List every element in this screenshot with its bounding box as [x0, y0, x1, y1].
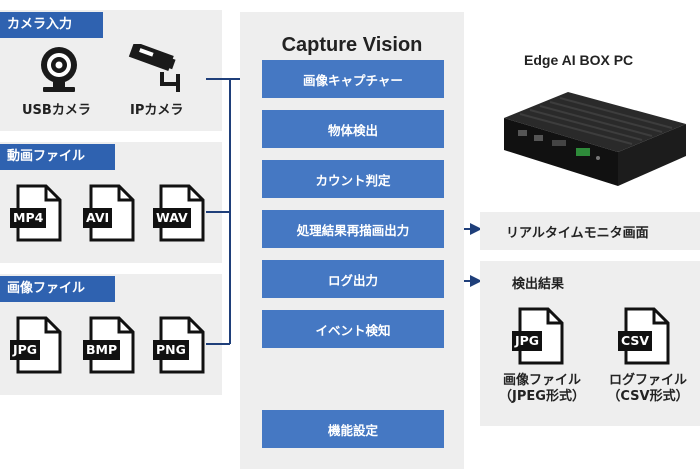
- function-image-capture: 画像キャプチャー: [262, 60, 444, 98]
- video-file-title: 動画ファイル: [0, 144, 115, 170]
- camera-input-title: カメラ入力: [0, 12, 103, 38]
- caption-line: （JPEG形式）: [499, 389, 585, 404]
- function-object-detection: 物体検出: [262, 110, 444, 148]
- image-file-title: 画像ファイル: [0, 276, 115, 302]
- jpeg-file-caption: 画像ファイル （JPEG形式）: [488, 373, 596, 405]
- file-icon: MP4: [10, 184, 62, 242]
- function-settings: 機能設定: [262, 410, 444, 448]
- function-log-output: ログ出力: [262, 260, 444, 298]
- usb-camera-label: USBカメラ: [22, 103, 91, 118]
- usb-camera-icon: [41, 47, 77, 92]
- image-file-panel: 画像ファイル JPG BMP PNG: [0, 274, 222, 395]
- caption-line: 画像ファイル: [502, 373, 581, 388]
- file-type-label: MP4: [10, 208, 47, 228]
- file-icon: JPG: [512, 307, 564, 365]
- camera-input-panel: カメラ入力 USBカメラ IPカメラ: [0, 10, 222, 131]
- capture-vision-panel: Capture Vision 画像キャプチャー 物体検出 カウント判定 処理結果…: [240, 12, 464, 469]
- detection-results-panel: 検出結果 JPG 画像ファイル （JPEG形式） CSV ログファイル （CSV…: [480, 261, 700, 426]
- file-type-label: PNG: [153, 340, 189, 360]
- capture-vision-title: Capture Vision: [281, 34, 423, 56]
- monitor-output-label: リアルタイムモニタ画面: [506, 226, 649, 241]
- device-title: Edge AI BOX PC: [524, 52, 634, 68]
- caption-line: （CSV形式）: [607, 389, 689, 404]
- ip-camera-label: IPカメラ: [130, 103, 184, 118]
- function-event-detection: イベント検知: [262, 310, 444, 348]
- file-type-label: BMP: [83, 340, 121, 360]
- file-type-label: JPG: [10, 340, 41, 360]
- monitor-output-panel: リアルタイムモニタ画面: [480, 212, 700, 250]
- edge-ai-box-pc-image: [504, 92, 686, 186]
- function-count-judgement: カウント判定: [262, 160, 444, 198]
- file-icon: JPG: [10, 316, 62, 374]
- file-icon: AVI: [83, 184, 135, 242]
- file-type-label: CSV: [618, 331, 653, 351]
- file-icon: CSV: [618, 307, 670, 365]
- function-redraw-output: 処理結果再描画出力: [262, 210, 444, 248]
- detection-results-title: 検出結果: [512, 277, 565, 292]
- caption-line: ログファイル: [608, 373, 687, 388]
- file-icon: BMP: [83, 316, 135, 374]
- ip-camera-icon: [128, 44, 180, 92]
- file-icon: WAV: [153, 184, 205, 242]
- csv-file-caption: ログファイル （CSV形式）: [596, 373, 700, 405]
- file-type-label: WAV: [153, 208, 191, 228]
- video-file-panel: 動画ファイル MP4 AVI WAV: [0, 142, 222, 263]
- file-icon: PNG: [153, 316, 205, 374]
- file-type-label: AVI: [83, 208, 113, 228]
- file-type-label: JPG: [512, 331, 543, 351]
